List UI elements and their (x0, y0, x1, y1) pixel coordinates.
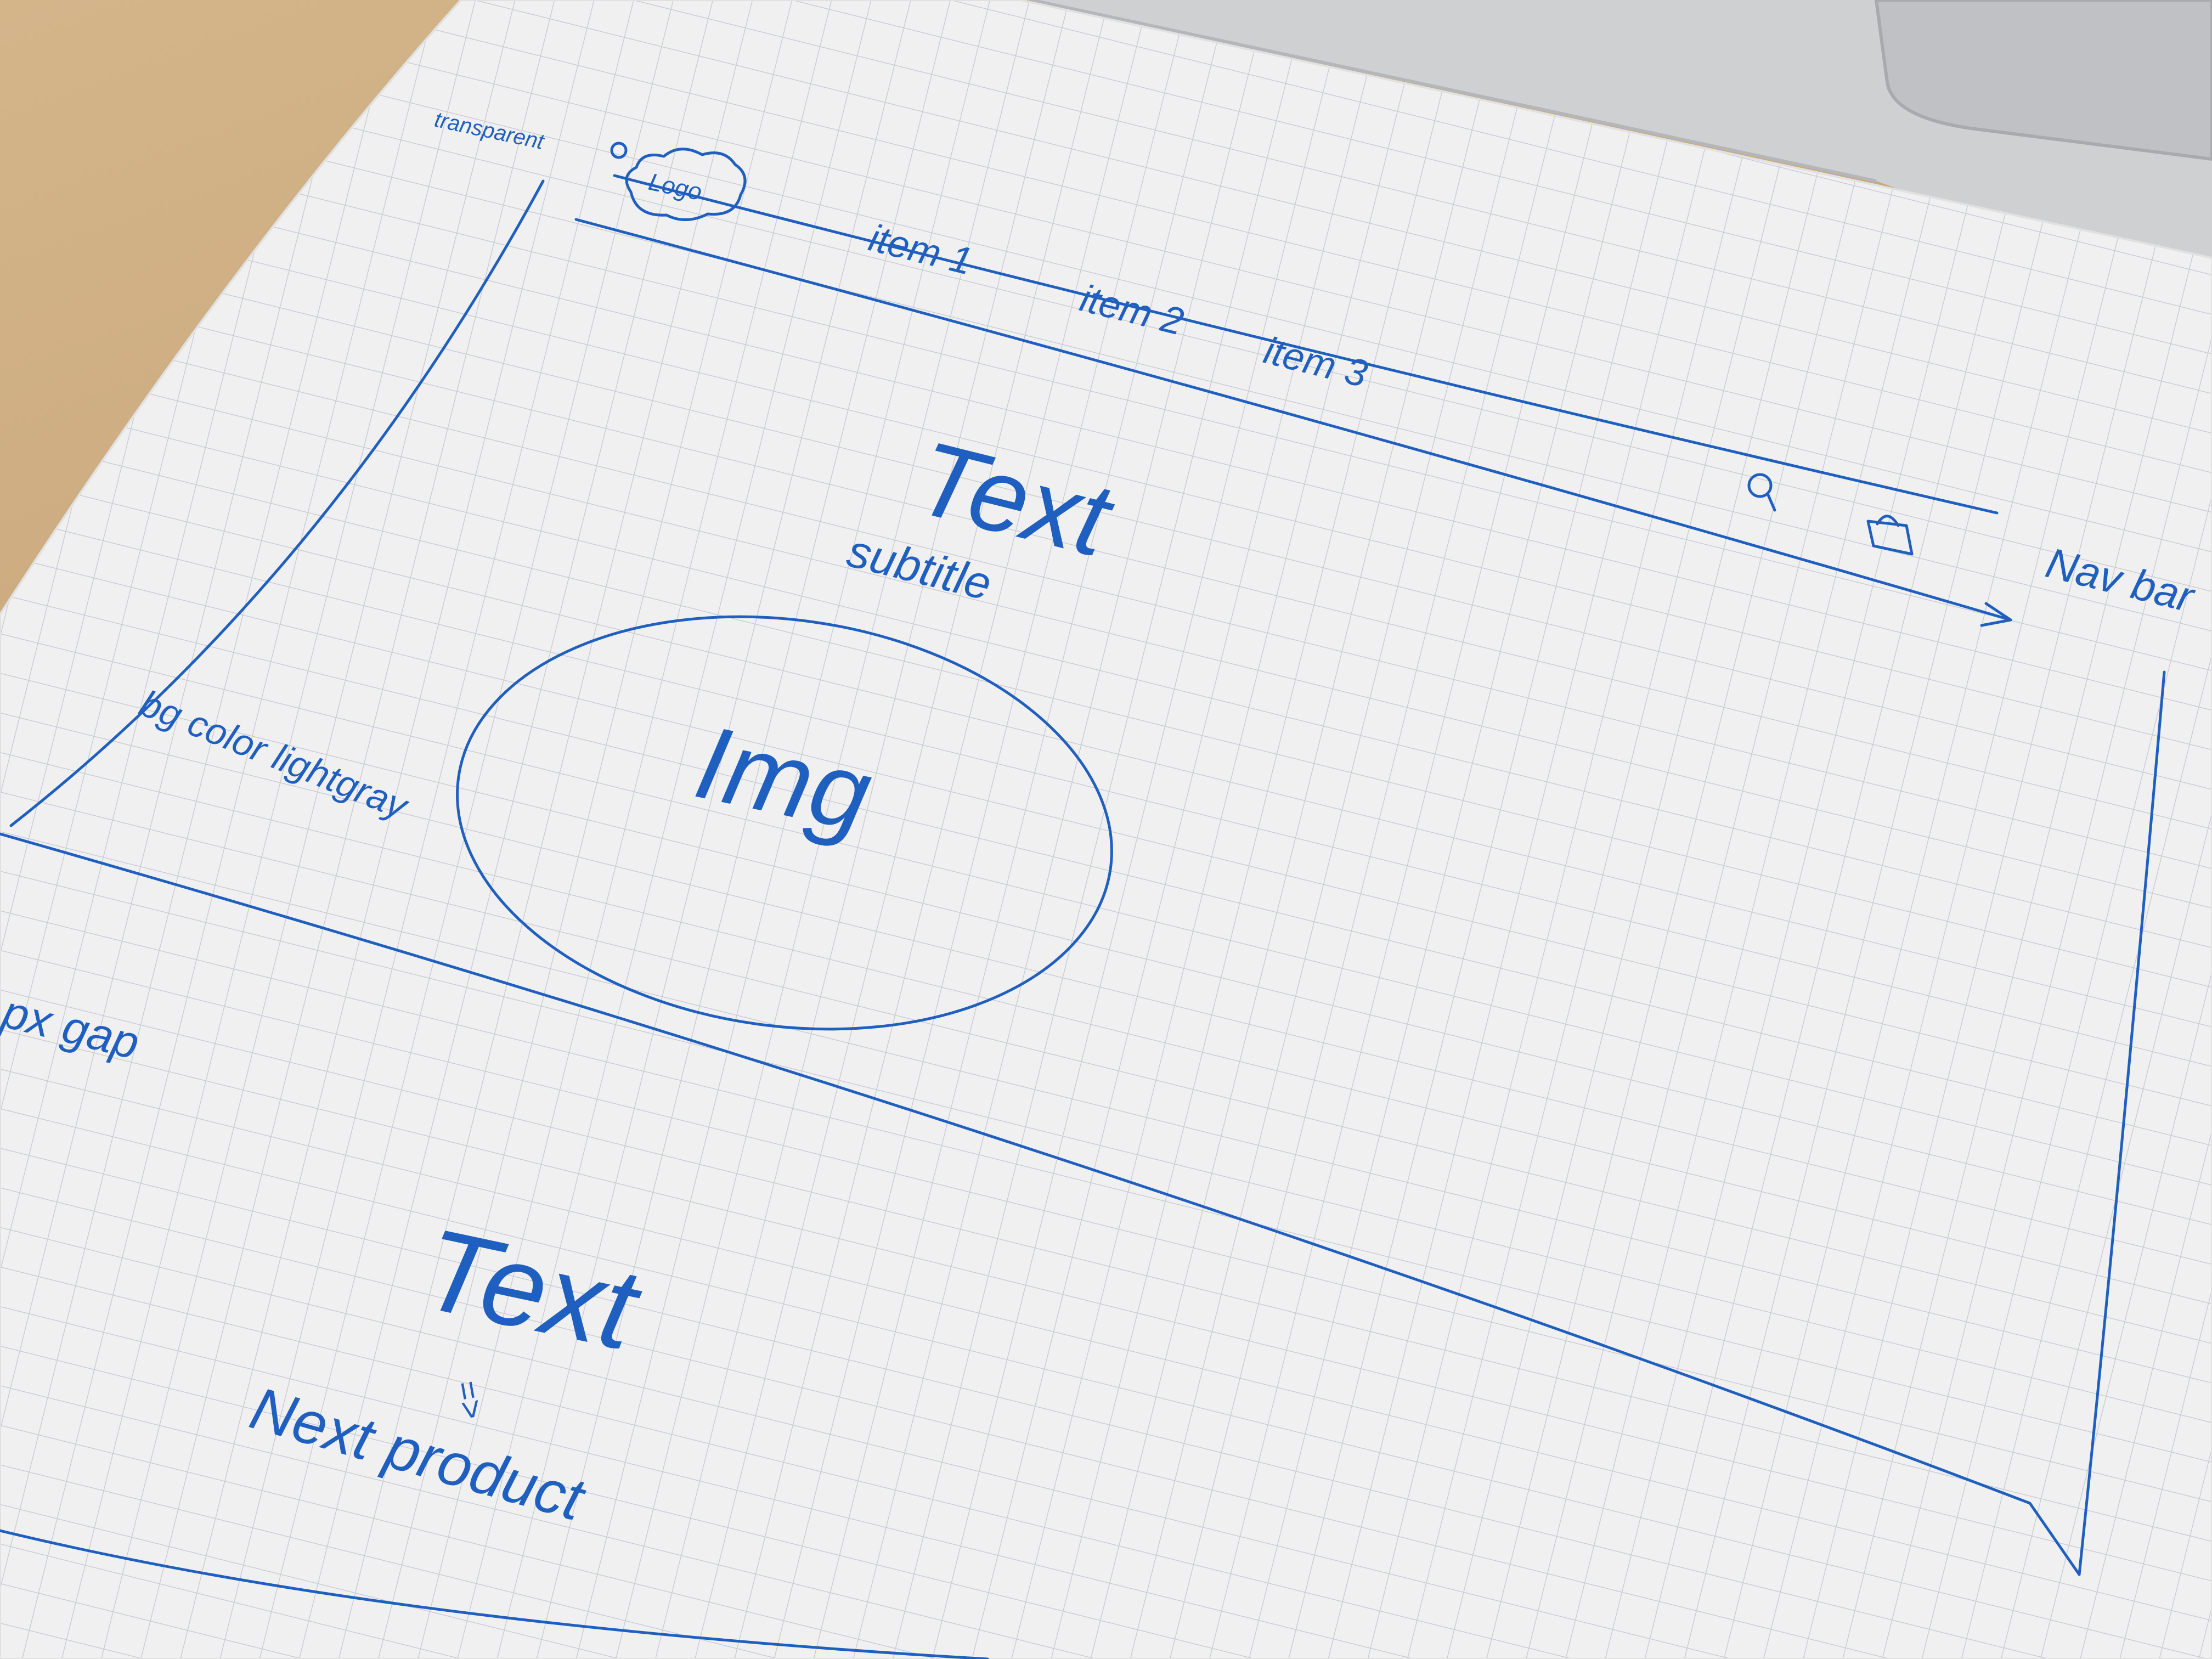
nav-bar-bottom-line (574, 218, 2012, 622)
hero-image-placeholder (456, 615, 1113, 1031)
nav-bar-top-line (613, 174, 1999, 515)
hero-frame (9, 179, 545, 827)
search-icon[interactable] (1747, 473, 1776, 512)
next-arrow: => (448, 1378, 491, 1422)
shopping-bag-icon[interactable] (1866, 515, 1914, 556)
